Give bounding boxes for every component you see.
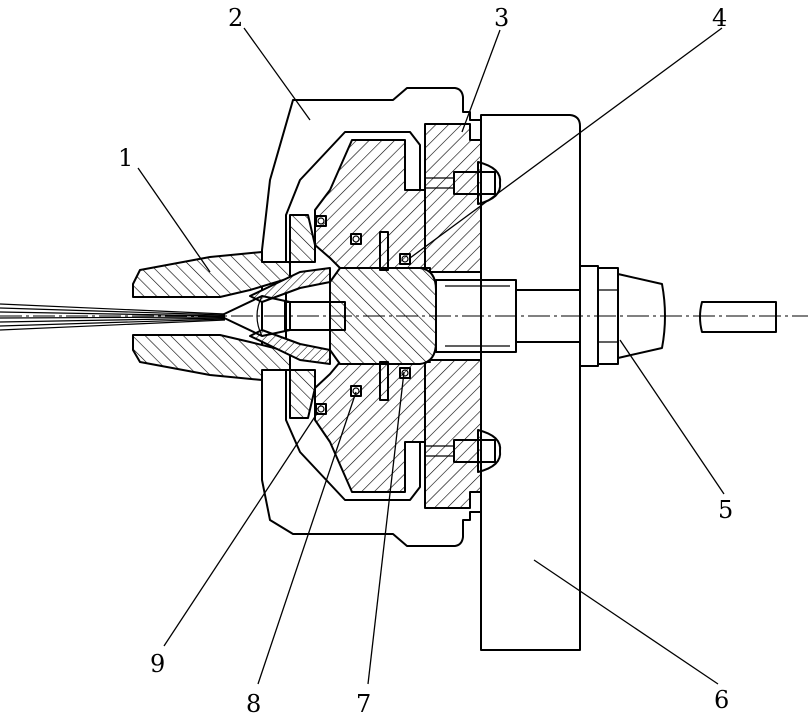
leader-7 [367, 371, 405, 685]
callout-2: 2 [228, 4, 243, 32]
callout-7: 7 [356, 690, 371, 718]
upper-bolt [424, 161, 502, 205]
guide-pins [379, 231, 389, 401]
lower-bolt [424, 429, 502, 473]
callout-5: 5 [718, 496, 733, 524]
leader-lines [137, 27, 725, 685]
callout-3: 3 [494, 4, 509, 32]
leader-9 [163, 411, 319, 647]
motor-shaft [699, 301, 777, 333]
callout-9: 9 [150, 650, 165, 678]
leader-3 [461, 29, 501, 133]
callout-8: 8 [246, 690, 261, 718]
leader-1 [137, 167, 211, 273]
nozzle-cone [132, 214, 316, 419]
leader-5 [619, 339, 725, 495]
seal-rings [315, 215, 411, 415]
leader-4 [409, 27, 723, 259]
callout-1: 1 [118, 144, 133, 172]
end-nut [579, 265, 666, 367]
callout-6: 6 [714, 686, 729, 714]
leader-8 [257, 391, 357, 685]
callout-4: 4 [712, 4, 727, 32]
fiber-bundle [0, 303, 226, 331]
callout-numbers: 1 2 3 4 5 6 7 8 9 [118, 4, 733, 718]
leader-6 [533, 559, 719, 685]
leader-2 [243, 27, 311, 121]
mounting-plate [480, 114, 581, 651]
flange [424, 123, 482, 509]
